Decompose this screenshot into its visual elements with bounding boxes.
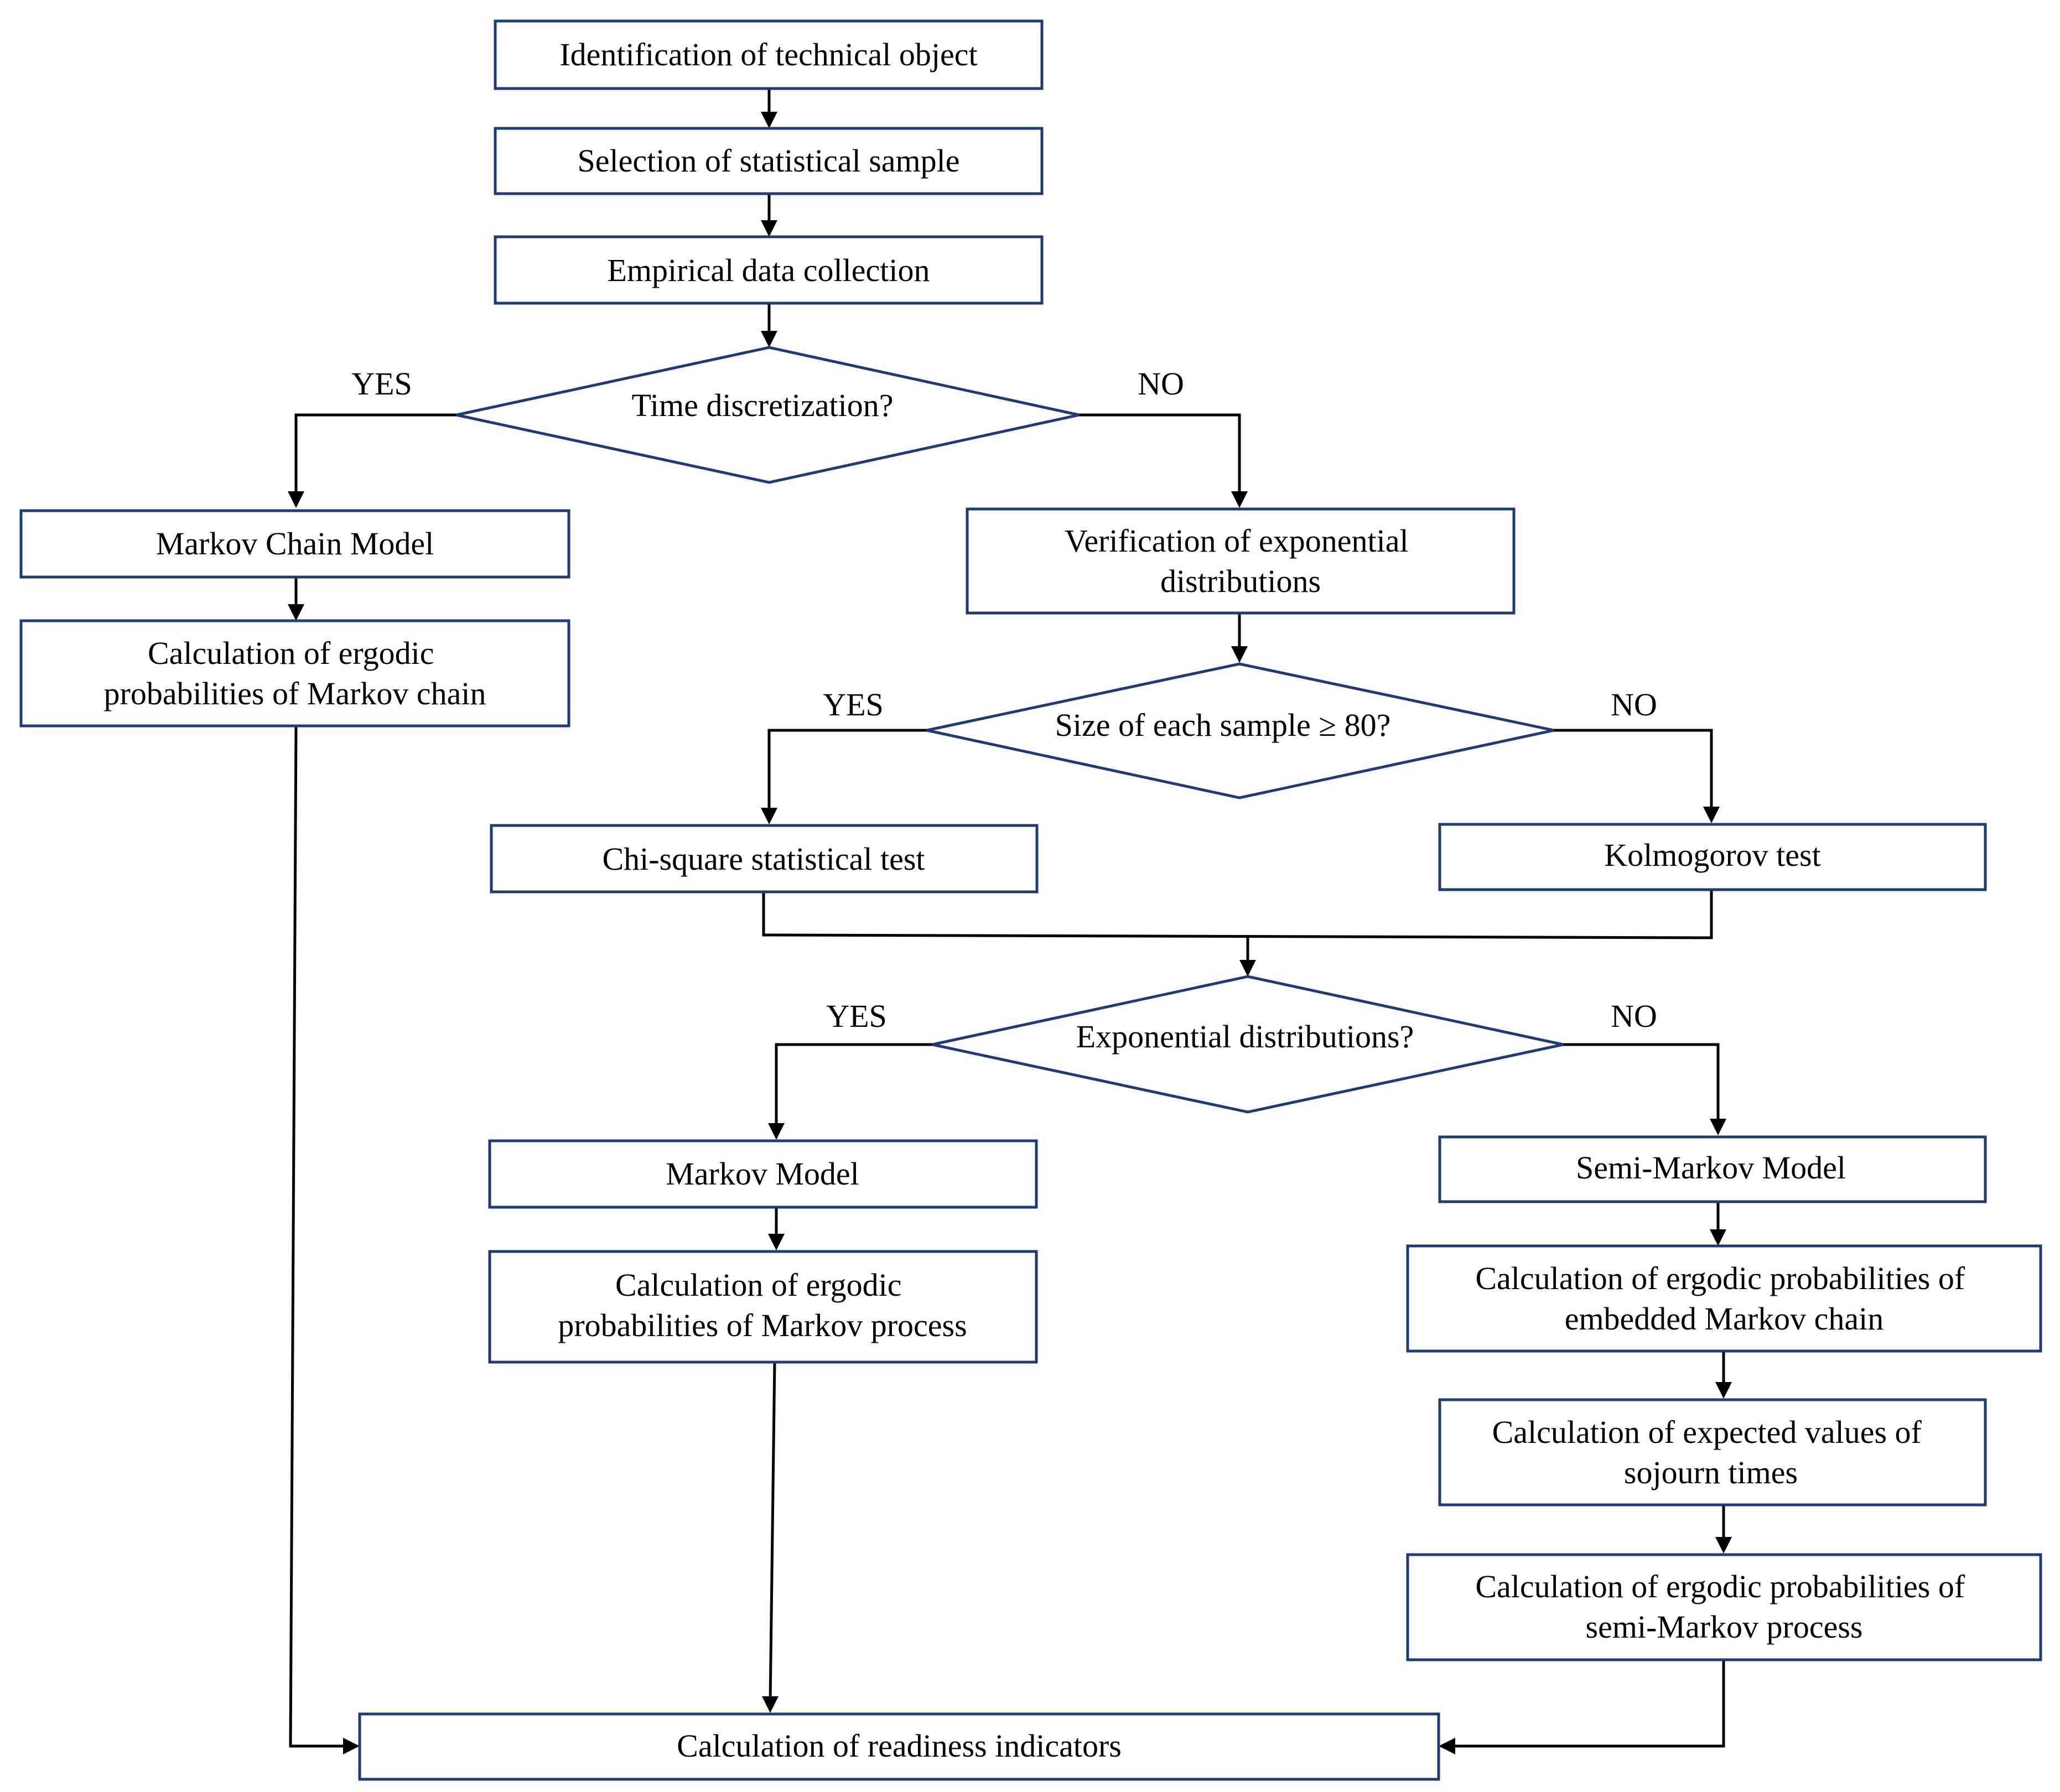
arrowhead (1703, 807, 1720, 823)
node-text: Chi-square statistical test (602, 841, 925, 877)
edge-time-no (1079, 413, 1241, 497)
svg-text:Identification of technical ob: Identification of technical object (559, 37, 977, 72)
arrowhead (1715, 1537, 1732, 1554)
node-text: Markov Model (666, 1156, 859, 1192)
edge-exp-yes (775, 1043, 932, 1129)
decision-exponential: Exponential distributions? (932, 975, 1564, 1114)
arrowhead (1239, 960, 1256, 976)
node-text: distributions (1160, 563, 1321, 599)
arrowhead (761, 808, 777, 824)
svg-text:Verification of exponential: Verification of exponential distribution… (1065, 523, 1416, 599)
node-text: Calculation of expected values of (1492, 1414, 1922, 1450)
node-text: Calculation of ergodic probabilities of (1475, 1568, 1965, 1604)
node-text: Empirical data collection (608, 252, 930, 288)
svg-text:Empirical data collection: Empirical data collection (608, 252, 930, 288)
node-text: semi-Markov process (1586, 1609, 1863, 1645)
node-readiness-indicators: Calculation of readiness indicators (358, 1712, 1440, 1781)
node-chi-square: Chi-square statistical test (490, 824, 1039, 894)
edge-calc-chain-readiness (289, 725, 349, 1748)
branch-label-yes: YES (823, 687, 884, 723)
svg-text:Markov Chain Model: Markov Chain Model (156, 526, 434, 562)
node-text: Semi-Markov Model (1576, 1150, 1846, 1186)
node-text: sojourn times (1624, 1455, 1798, 1490)
node-text: Kolmogorov test (1604, 837, 1820, 873)
connectors (288, 89, 1732, 1754)
arrowhead (288, 491, 304, 508)
svg-text:Calculation of ergodic p: Calculation of ergodic probabilities of … (558, 1267, 967, 1343)
arrowhead (768, 1123, 785, 1140)
edge-size-yes (767, 729, 927, 813)
node-calc-markov-chain: Calculation of ergodic probabilities of … (19, 619, 570, 728)
edge-calc-semi-readiness (1450, 1660, 1725, 1748)
node-semi-markov-model: Semi-Markov Model (1438, 1135, 1987, 1203)
edge-tests-merge (762, 890, 1713, 939)
node-text: Size of each sample ≥ 80? (1055, 707, 1391, 743)
node-text: Exponential distributions? (1076, 1019, 1414, 1055)
branch-label-no: NO (1611, 998, 1657, 1034)
arrowhead (288, 604, 304, 621)
branch-label-yes: YES (351, 366, 412, 402)
svg-text:Calculation of ergodic probabi: Calculation of ergodic probabilities of … (1475, 1568, 1973, 1645)
node-text: Identification of technical object (559, 37, 977, 72)
edge-calc-process-readiness (769, 1362, 776, 1702)
svg-text:Time discretization?: Time discretization? (631, 387, 893, 423)
edge-size-no (1554, 729, 1713, 812)
node-text: embedded Markov chain (1565, 1301, 1884, 1337)
node-text: Calculation of ergodic (148, 635, 434, 671)
arrowhead (762, 1696, 779, 1713)
node-kolmogorov: Kolmogorov test (1438, 823, 1987, 891)
svg-text:Calculation of expected values: Calculation of expected values of sojour… (1492, 1414, 1930, 1490)
node-verification: Verification of exponential distribution… (966, 507, 1516, 615)
svg-text:Markov Model: Markov Model (666, 1156, 859, 1192)
arrowhead (1710, 1229, 1726, 1246)
node-calc-semi-markov: Calculation of ergodic probabilities of … (1406, 1553, 2042, 1661)
arrowhead (1231, 646, 1248, 663)
arrowhead (1439, 1738, 1455, 1754)
arrowhead (761, 112, 777, 128)
arrowhead (1715, 1382, 1732, 1399)
svg-text:Chi-square statistical test: Chi-square statistical test (602, 841, 925, 877)
svg-text:Exponential distributions?: Exponential distributions? (1076, 1019, 1414, 1055)
node-markov-chain-model: Markov Chain Model (19, 509, 570, 579)
arrowhead (761, 220, 777, 237)
node-calc-sojourn-times: Calculation of expected values of sojour… (1438, 1398, 1987, 1507)
svg-text:Calculation of ergodic p: Calculation of ergodic probabilities of … (104, 635, 486, 711)
node-text: Time discretization? (631, 387, 893, 423)
svg-text:Semi-Markov Model: Semi-Markov Model (1576, 1150, 1846, 1186)
decision-sample-size: Size of each sample ≥ 80? (926, 662, 1554, 799)
arrowhead (761, 331, 777, 347)
svg-text:Selection of statistical sampl: Selection of statistical sample (578, 143, 960, 179)
node-text: Verification of exponential (1065, 523, 1409, 559)
edge-time-yes (294, 413, 456, 497)
svg-text:Calculation of readiness indic: Calculation of readiness indicators (677, 1728, 1122, 1764)
node-text: Calculation of readiness indicators (677, 1728, 1122, 1764)
branch-label-yes: YES (826, 998, 887, 1034)
node-text: Calculation of ergodic (615, 1267, 902, 1303)
node-calc-embedded-chain: Calculation of ergodic probabilities of … (1406, 1244, 2042, 1353)
node-calc-markov-process: Calculation of ergodic probabilities of … (488, 1250, 1038, 1364)
node-text: Markov Chain Model (156, 526, 434, 562)
node-markov-model: Markov Model (488, 1139, 1038, 1209)
node-identification: Identification of technical object (494, 19, 1044, 90)
arrowhead (343, 1738, 360, 1754)
arrowhead (768, 1234, 785, 1250)
node-empirical: Empirical data collection (494, 235, 1044, 305)
node-text: Calculation of ergodic probabilities of (1475, 1260, 1965, 1296)
node-text: probabilities of Markov process (558, 1307, 967, 1343)
svg-text:Size of each sample ≥ 80?: Size of each sample ≥ 80? (1055, 707, 1391, 743)
branch-label-no: NO (1138, 366, 1184, 402)
arrowhead (1710, 1119, 1726, 1135)
svg-text:Calculation of ergodic probabi: Calculation of ergodic probabilities of … (1475, 1260, 1973, 1337)
node-text: probabilities of Markov chain (104, 676, 486, 711)
svg-text:Kolmogorov test: Kolmogorov test (1604, 837, 1820, 873)
node-selection: Selection of statistical sample (494, 127, 1044, 195)
branch-label-no: NO (1611, 687, 1657, 723)
arrowhead (1231, 491, 1248, 508)
node-text: Selection of statistical sample (578, 143, 960, 179)
edge-exp-no (1563, 1043, 1720, 1124)
decision-time-discretization: Time discretization? (456, 346, 1080, 484)
